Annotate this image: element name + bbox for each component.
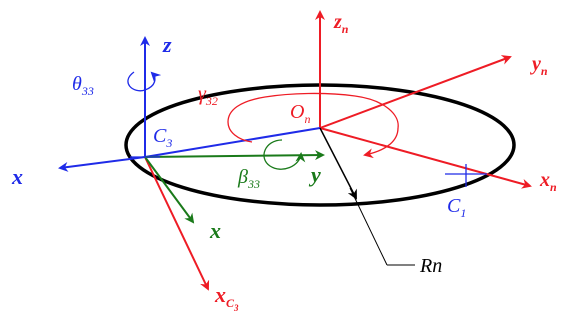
on-label: On (290, 101, 310, 126)
x-blue-axis (58, 156, 146, 172)
c1-label: C1 (447, 195, 466, 220)
beta33-rotation-icon (263, 139, 306, 170)
gamma32-label: γ32 (198, 83, 218, 108)
x-green-label: x (209, 218, 221, 243)
xc3-axis (144, 156, 210, 291)
rn-radius-line (319, 127, 357, 200)
yn-label: yn (530, 53, 548, 78)
theta33-rotation-icon (127, 71, 162, 92)
rn-leader-line (349, 187, 388, 266)
yn-axis (319, 55, 512, 129)
gamma32-angle-arc (227, 92, 399, 159)
rn-label: Rn (419, 255, 442, 277)
y-green-axis (144, 150, 325, 161)
y-green-label: y (308, 162, 321, 187)
xc3-label: xC3 (214, 282, 239, 313)
x-blue-label: x (11, 164, 23, 189)
zn-label: zn (333, 11, 349, 36)
theta33-label: θ33 (72, 73, 94, 98)
z-blue-label: z (162, 32, 172, 57)
xn-label: xn (539, 169, 557, 194)
c3-to-on-line (144, 127, 321, 158)
c3-label: C3 (153, 125, 172, 150)
beta33-label: β33 (237, 166, 260, 191)
xn-axis (319, 127, 532, 189)
x-green-axis (144, 156, 195, 224)
